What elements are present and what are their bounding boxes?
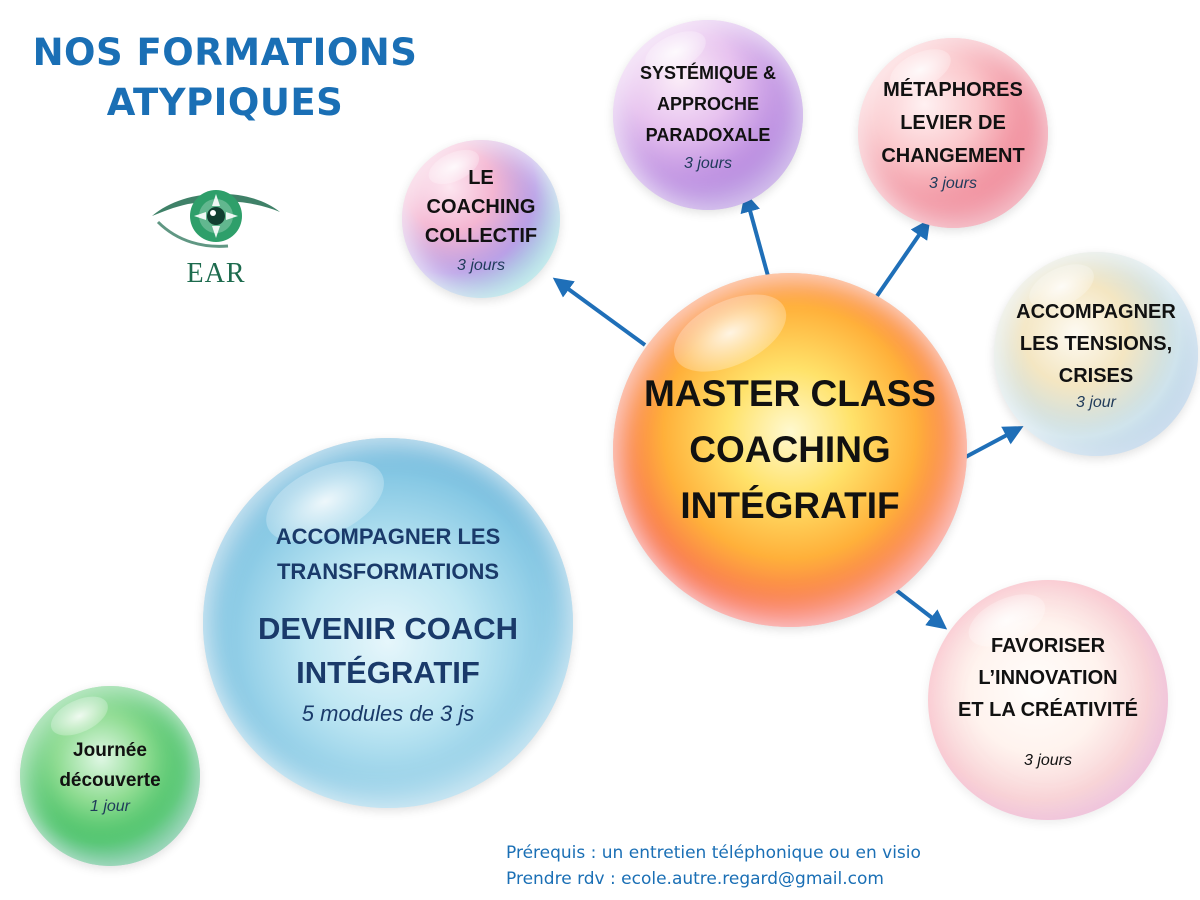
bubble-innovation-creativite: FAVORISER L’INNOVATION ET LA CRÉATIVITÉ … <box>928 580 1168 820</box>
bubble-label: CRISES <box>1058 365 1134 387</box>
bubble-label: CHANGEMENT <box>881 144 1025 167</box>
bubble-label: APPROCHE <box>656 93 759 114</box>
bubble-label: LE COACHING <box>426 166 536 218</box>
bubble-label: MÉTAPHORES <box>883 78 1023 101</box>
bubble-systemique: SYSTÉMIQUE & APPROCHE PARADOXALE 3 jours <box>613 20 803 210</box>
bubble-label: ACCOMPAGNER <box>1016 301 1176 323</box>
bubble-label: INTÉGRATIF <box>680 485 900 526</box>
footer-contact[interactable]: Prendre rdv : ecole.autre.regard@gmail.c… <box>506 869 884 889</box>
bubble-duration: 3 jours <box>683 154 733 172</box>
bubble-label: MASTER CLASS <box>644 373 936 414</box>
bubble-label: PARADOXALE <box>645 124 771 145</box>
arrow-to-systemique <box>740 192 770 277</box>
bubble-duration: 3 jours <box>456 256 506 274</box>
bubble-duration: 5 modules de 3 js <box>301 701 475 726</box>
bubble-duration: 3 jours <box>928 174 978 192</box>
bubble-label: FAVORISER <box>990 635 1106 657</box>
bubble-label: INTÉGRATIF <box>296 655 480 690</box>
bubble-label: ET LA CRÉATIVITÉ <box>958 699 1138 721</box>
bubble-master-class: MASTER CLASS COACHING INTÉGRATIF <box>613 273 967 627</box>
bubble-duration: 1 jour <box>89 798 131 815</box>
bubble-label: COLLECTIF <box>424 224 538 247</box>
bubble-subtitle: ACCOMPAGNER LES <box>275 524 501 549</box>
logo-text: EAR <box>186 258 246 289</box>
arrow-to-metaphores <box>875 218 931 298</box>
bubble-duration: 3 jours <box>1023 752 1073 769</box>
arrow-to-collectif <box>552 277 647 347</box>
arrow-to-innovation <box>890 585 948 630</box>
footer-prerequis: Prérequis : un entretien téléphonique ou… <box>506 843 921 863</box>
bubble-label: Journée <box>73 740 147 761</box>
bubble-label: découverte <box>59 770 161 791</box>
bubble-label: COACHING <box>689 429 891 470</box>
bubble-label: DEVENIR COACH <box>257 611 519 646</box>
bubble-label: LEVIER DE <box>900 111 1006 134</box>
page-title-line-2: ATYPIQUES <box>106 81 344 124</box>
footer-info: Prérequis : un entretien téléphonique ou… <box>506 840 1166 892</box>
bubble-metaphores: MÉTAPHORES LEVIER DE CHANGEMENT 3 jours <box>858 38 1048 228</box>
bubble-coaching-collectif: LE COACHING COLLECTIF 3 jours <box>402 140 560 298</box>
bubble-subtitle: TRANSFORMATIONS <box>276 559 500 584</box>
bubble-devenir-coach: ACCOMPAGNER LES TRANSFORMATIONS DEVENIR … <box>203 438 573 808</box>
bubble-duration: 3 jour <box>1075 394 1117 411</box>
bubble-label: SYSTÉMIQUE & <box>639 62 777 83</box>
bubble-tensions-crises: ACCOMPAGNER LES TENSIONS, CRISES 3 jour <box>994 252 1198 456</box>
bubble-label: L’INNOVATION <box>978 667 1118 689</box>
page-title: NOS FORMATIONS ATYPIQUES <box>20 28 430 128</box>
bubble-journee-decouverte: Journée découverte 1 jour <box>20 686 200 866</box>
arrow-to-tensions <box>959 426 1024 462</box>
page-title-line-1: NOS FORMATIONS <box>32 31 418 74</box>
bubble-label: LES TENSIONS, <box>1019 333 1173 355</box>
eye-logo-icon <box>152 190 280 248</box>
